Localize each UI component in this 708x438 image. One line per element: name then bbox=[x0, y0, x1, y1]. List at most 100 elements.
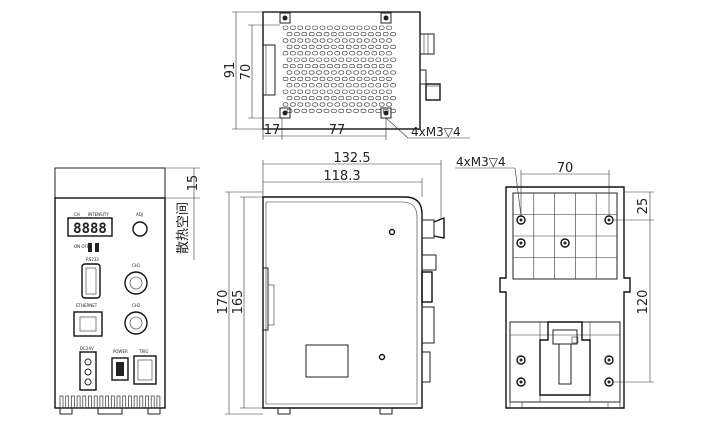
vent-slot bbox=[364, 38, 370, 43]
switch-2 bbox=[95, 243, 99, 252]
vent-slot bbox=[327, 89, 333, 94]
vent-slot bbox=[371, 38, 378, 43]
vent-slot bbox=[312, 102, 318, 107]
vent-slot bbox=[338, 96, 345, 101]
vent-slot bbox=[304, 38, 311, 43]
top-view-rail bbox=[262, 44, 276, 96]
label-ch: CH bbox=[74, 212, 80, 217]
vent-slot bbox=[312, 64, 318, 69]
vent-slot bbox=[345, 32, 352, 37]
vent-slot bbox=[356, 51, 363, 56]
vent-slot bbox=[349, 51, 355, 56]
vent-slot bbox=[353, 83, 359, 88]
vent-slot bbox=[345, 57, 352, 62]
vent-slot bbox=[319, 89, 326, 94]
bottom-vent-slot bbox=[128, 395, 132, 409]
vent-slot bbox=[368, 44, 374, 49]
vent-slot bbox=[334, 25, 341, 30]
top-view-vent-grid bbox=[282, 25, 396, 113]
top-callout: 4xM3▽4 bbox=[411, 125, 461, 139]
vent-slot bbox=[382, 44, 389, 49]
vent-slot bbox=[301, 57, 308, 62]
vent-slot bbox=[331, 32, 337, 37]
vent-slot bbox=[368, 32, 374, 37]
vent-slot bbox=[282, 38, 289, 43]
vent-slot bbox=[331, 44, 337, 49]
label-ethernet: ETHERNET bbox=[76, 303, 98, 308]
vent-slot bbox=[294, 70, 300, 75]
vent-slot bbox=[356, 25, 363, 30]
vent-slot bbox=[286, 57, 293, 62]
vent-slot bbox=[312, 25, 318, 30]
bottom-vent-slot bbox=[99, 395, 104, 409]
vent-slot bbox=[297, 89, 304, 94]
vent-slot bbox=[386, 25, 392, 30]
vent-slot bbox=[290, 89, 296, 94]
vent-slot bbox=[294, 32, 300, 37]
vent-slot bbox=[312, 76, 318, 81]
vent-slot bbox=[353, 96, 359, 101]
vent-slot bbox=[319, 25, 326, 30]
bottom-vent-slot bbox=[59, 395, 64, 409]
dim-17: 17 bbox=[264, 123, 281, 138]
dim-91: 91 bbox=[223, 62, 238, 79]
vent-slot bbox=[386, 89, 392, 94]
vent-slot bbox=[316, 44, 322, 49]
bottom-vent-slot bbox=[133, 395, 138, 409]
vent-slot bbox=[338, 57, 345, 62]
bottom-vent-slot bbox=[150, 395, 155, 409]
vent-slot bbox=[327, 102, 333, 107]
ethernet-port bbox=[73, 311, 103, 337]
ch1-connector bbox=[124, 271, 148, 295]
bottom-vent-slot bbox=[116, 395, 121, 409]
vent-slot bbox=[327, 76, 333, 81]
vent-slot bbox=[327, 51, 333, 56]
dim-70-top: 70 bbox=[239, 64, 254, 81]
vent-slot bbox=[386, 102, 392, 107]
vent-slot bbox=[323, 96, 330, 101]
vent-slot bbox=[294, 44, 300, 49]
vent-slot bbox=[301, 70, 308, 75]
bottom-vent-slot bbox=[88, 395, 92, 409]
vent-slot bbox=[341, 38, 348, 43]
vent-slot bbox=[316, 108, 322, 113]
vent-slot bbox=[364, 89, 370, 94]
vent-slot bbox=[327, 38, 333, 43]
bottom-vent-slot bbox=[105, 395, 109, 409]
label-dc24v: DC24V bbox=[80, 346, 94, 351]
bottom-vent-slot bbox=[82, 395, 87, 409]
vent-slot bbox=[282, 102, 289, 107]
vent-slot bbox=[338, 108, 345, 113]
vent-slot bbox=[312, 89, 318, 94]
vent-slot bbox=[338, 70, 345, 75]
label-intensity: INTENSITY bbox=[88, 212, 109, 217]
label-trig: TRIG bbox=[138, 349, 149, 354]
vent-slot bbox=[294, 57, 300, 62]
dim-15: 15 bbox=[186, 175, 201, 192]
vent-slot bbox=[378, 51, 385, 56]
vent-slot bbox=[304, 25, 311, 30]
vent-slot bbox=[312, 51, 318, 56]
dim-132-5: 132.5 bbox=[333, 151, 370, 166]
vent-slot bbox=[316, 57, 322, 62]
vent-slot bbox=[364, 76, 370, 81]
back-callout: 4xM3▽4 bbox=[456, 155, 506, 169]
vent-slot bbox=[386, 51, 392, 56]
vent-slot bbox=[390, 57, 396, 62]
vent-slot bbox=[382, 96, 389, 101]
vent-slot bbox=[301, 108, 308, 113]
top-view-connector bbox=[419, 33, 435, 55]
vent-slot bbox=[364, 25, 370, 30]
front-view: 15 散热空间 CH INTENSITY ADJ 8888 ON OFF RS2… bbox=[54, 167, 201, 415]
vent-slot bbox=[371, 64, 378, 69]
vent-slot bbox=[368, 70, 374, 75]
vent-slot bbox=[316, 96, 322, 101]
bottom-vent-slot bbox=[139, 395, 144, 409]
vent-slot bbox=[294, 96, 300, 101]
vent-slot bbox=[364, 51, 370, 56]
vent-slot bbox=[334, 38, 341, 43]
bottom-vent-slot bbox=[122, 395, 127, 409]
vent-slot bbox=[308, 57, 315, 62]
display-digits: 8888 bbox=[73, 221, 107, 237]
dim-165: 165 bbox=[231, 290, 246, 315]
